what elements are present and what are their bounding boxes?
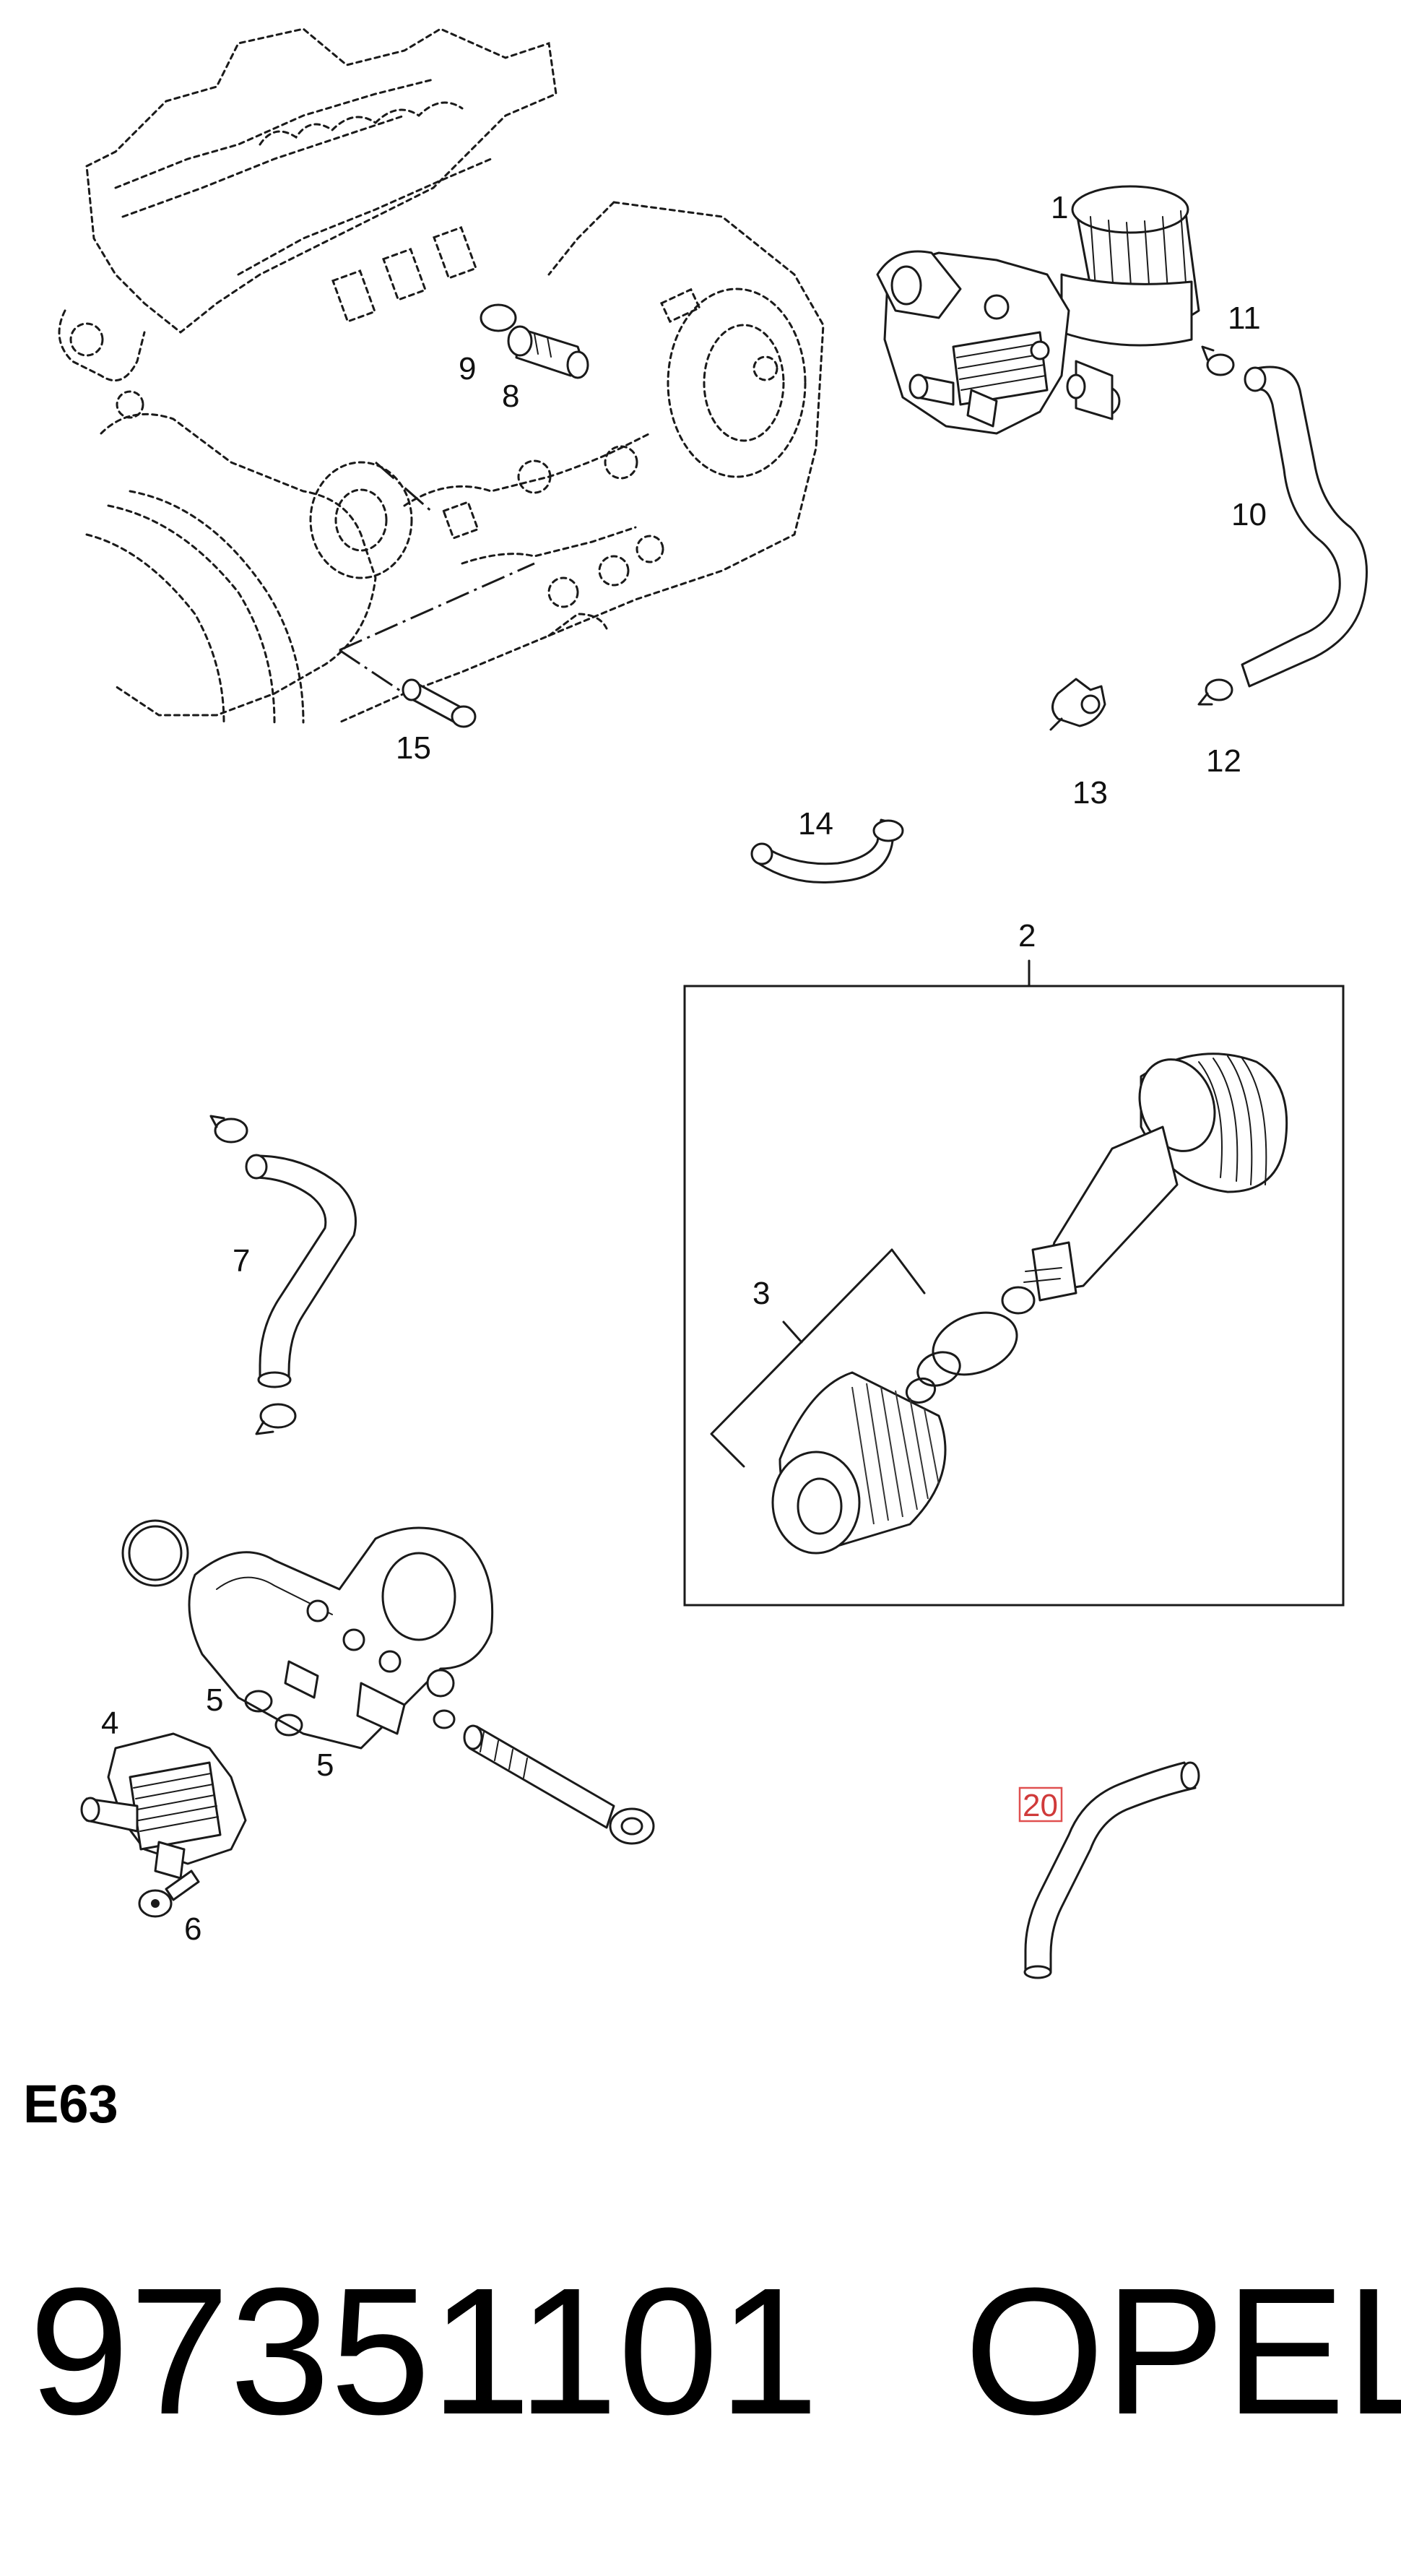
callout-12: 12	[1206, 743, 1241, 779]
part-13-clip	[1049, 678, 1106, 731]
callout-2: 2	[1018, 918, 1036, 954]
callout-15: 15	[396, 730, 431, 766]
callout-14: 14	[798, 806, 833, 842]
part-20-hose	[1023, 1761, 1200, 1979]
callout-5a: 5	[206, 1682, 223, 1718]
engine-block-illustration	[58, 27, 825, 724]
callout-4: 4	[101, 1706, 118, 1741]
callout-5b: 5	[316, 1747, 334, 1783]
brand-name: OPEL	[964, 2250, 1401, 2452]
callout-20: 20	[1023, 1788, 1058, 1823]
callout-7: 7	[233, 1243, 250, 1279]
section-code: E63	[23, 2074, 118, 2134]
part-number: 97351101	[29, 2250, 819, 2452]
part-1-oil-filter-housing	[876, 185, 1200, 435]
oil-filter-adapter-illustration	[80, 1519, 655, 1918]
part-15-bolt	[402, 678, 477, 728]
part-12-hose-clamp	[1197, 678, 1233, 706]
part-14-short-hose	[750, 818, 904, 884]
callout-8: 8	[502, 379, 519, 414]
callout-20-highlight	[1018, 1786, 1063, 1823]
part-2-filter-kit-box	[683, 959, 1345, 1607]
callout-9: 9	[459, 351, 476, 386]
part-8-union-fitting	[507, 325, 589, 379]
callout-13: 13	[1072, 775, 1108, 811]
callout-11: 11	[1228, 301, 1261, 336]
part-9-seal-ring	[480, 303, 517, 332]
part-10-hose	[1241, 366, 1368, 688]
callout-3: 3	[752, 1276, 770, 1311]
callout-10: 10	[1231, 497, 1267, 532]
part-11-hose-clamp	[1201, 345, 1235, 376]
callout-labels: 1 2 3 4 5 5 6 7 8 9 10 11 12 13 14 15 20	[101, 190, 1267, 1947]
callout-6: 6	[184, 1911, 201, 1947]
callout-1: 1	[1051, 190, 1068, 225]
part-7-hose	[209, 1115, 357, 1435]
